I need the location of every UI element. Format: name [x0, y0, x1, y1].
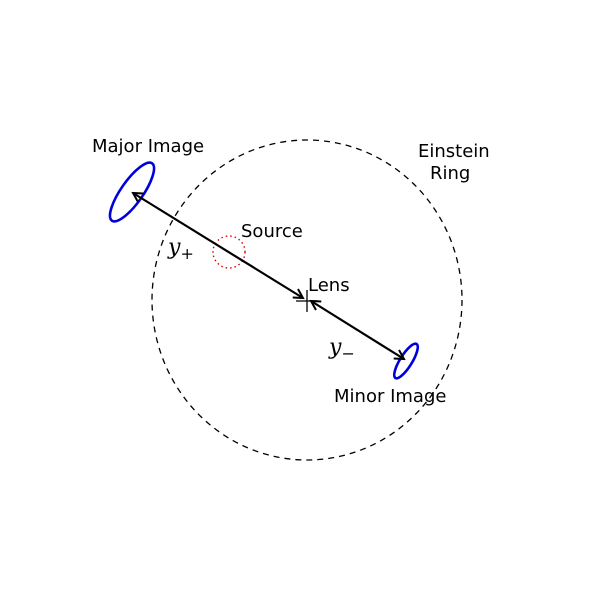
y-plus-var: y: [167, 235, 181, 260]
y-minus-label: y−: [328, 335, 355, 363]
minor-image-label: Minor Image: [334, 386, 446, 407]
y-plus-label: y+: [167, 235, 194, 263]
y-minus-arrow: [311, 301, 404, 359]
major-image-ellipse: [108, 161, 156, 223]
y-plus-sub: +: [180, 244, 193, 263]
minor-image-ellipse: [392, 342, 420, 380]
y-minus-var: y: [328, 335, 342, 360]
y-plus-arrow: [133, 193, 303, 298]
einstein-ring: [151, 139, 463, 461]
einstein-ring-label-line2: Ring: [430, 163, 470, 184]
source-label: Source: [241, 221, 303, 242]
major-image-label: Major Image: [92, 136, 204, 157]
y-minus-sub: −: [341, 344, 354, 363]
lens-label: Lens: [308, 275, 350, 296]
einstein-ring-label-line1: Einstein: [418, 141, 490, 162]
